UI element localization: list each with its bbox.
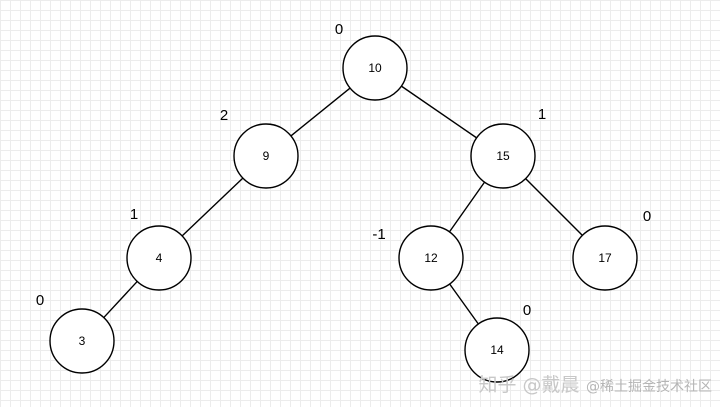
- tree-edge-10-9: [290, 87, 351, 137]
- node-circle: [49, 308, 115, 374]
- balance-factor-3: 0: [36, 292, 44, 309]
- tree-edge-15-17: [525, 178, 583, 236]
- node-circle: [470, 123, 536, 189]
- node-circle: [464, 317, 530, 383]
- watermark-primary: 知乎 @戴晨: [478, 374, 580, 396]
- tree-edge-10-15: [400, 85, 478, 139]
- balance-factor-9: 2: [220, 107, 228, 124]
- balance-factor-15: 1: [538, 106, 546, 123]
- tree-node-9: 92: [220, 107, 299, 189]
- node-value: 3: [79, 334, 86, 348]
- tree-node-4: 41: [126, 206, 192, 291]
- tree-node-10: 10 0: [335, 21, 408, 101]
- tree-node-12: 12 -1: [372, 225, 464, 291]
- tree-node-3: 30: [36, 292, 115, 374]
- node-value: 12: [424, 251, 438, 265]
- tree-edge-12-14: [449, 283, 479, 325]
- watermark-secondary: @稀土掘金技术社区: [586, 379, 712, 395]
- node-circle: [233, 123, 299, 189]
- node-circle: [398, 225, 464, 291]
- tree-edge-9-4: [181, 177, 244, 237]
- node-circle: [342, 35, 408, 101]
- node-value: 14: [490, 343, 504, 357]
- node-value: 4: [156, 251, 163, 265]
- balance-factor-4: 1: [130, 206, 138, 223]
- tree-edge-15-12: [448, 181, 486, 233]
- node-circle: [126, 225, 192, 291]
- tree-node-15: 15 1: [470, 106, 546, 189]
- node-value: 15: [496, 149, 510, 163]
- tree-node-17: 17 0: [572, 208, 651, 291]
- node-value: 17: [598, 251, 612, 265]
- tree-edge-4-3: [103, 280, 138, 319]
- node-value: 9: [263, 149, 270, 163]
- balance-factor-10: 0: [335, 21, 343, 38]
- balance-factor-14: 0: [523, 302, 531, 319]
- watermark: 知乎 @戴晨 @稀土掘金技术社区: [479, 370, 713, 397]
- balance-factor-12: -1: [372, 226, 385, 243]
- balance-factor-17: 0: [643, 208, 651, 225]
- tree-node-14: 14 0: [464, 302, 531, 383]
- node-circle: [572, 225, 638, 291]
- node-value: 10: [368, 61, 382, 75]
